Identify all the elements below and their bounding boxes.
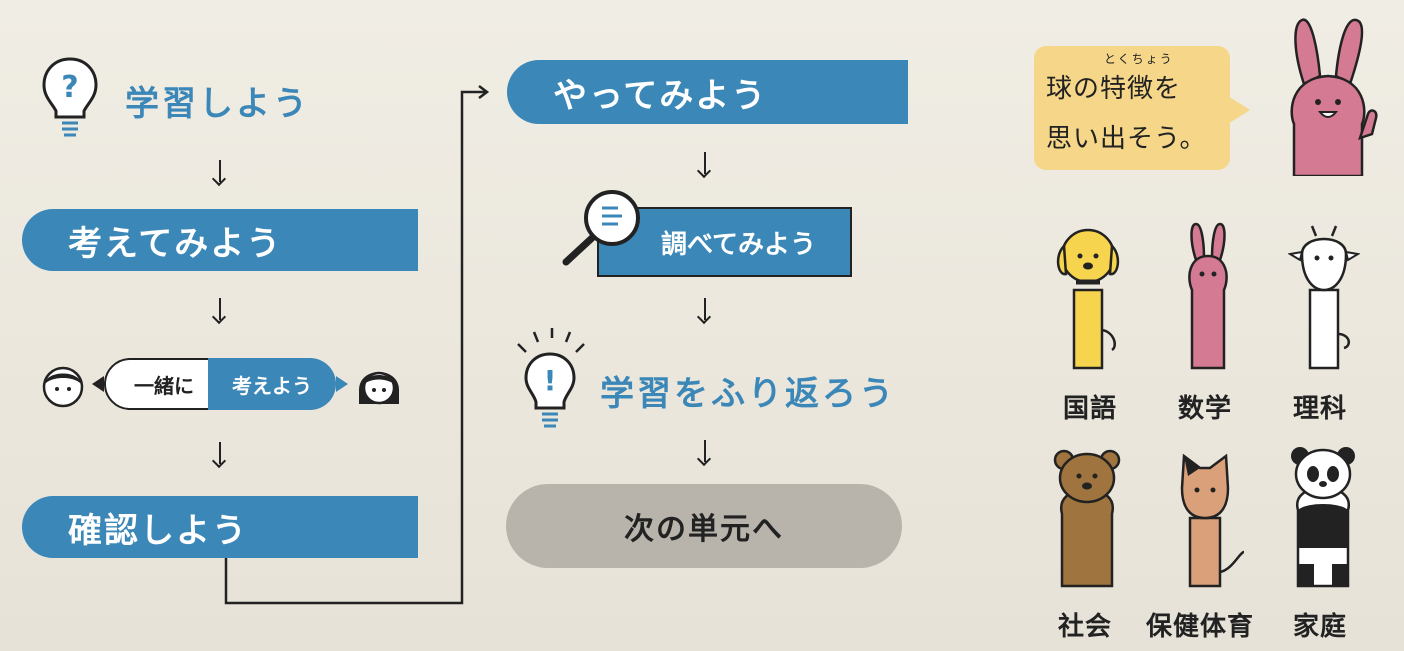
subject-label-math: 数学 — [1177, 394, 1232, 424]
speech-bubble — [1034, 46, 1230, 170]
magnifier-icon — [562, 190, 640, 266]
think-label: 考えてみよう — [68, 223, 283, 264]
girl-face-icon — [359, 371, 399, 405]
think-together-label: 考えよう — [232, 373, 312, 398]
speech-bubble-tail — [1228, 96, 1250, 124]
speech-line-1: 球の特徴を — [1046, 74, 1182, 104]
subject-label-japanese: 国語 — [1062, 394, 1117, 424]
reflect-heading: 学習をふり返ろう — [600, 374, 896, 414]
goat-icon — [1288, 225, 1360, 370]
arrow-down-icon — [704, 298, 706, 320]
rabbit-mascot-icon — [1290, 18, 1378, 176]
flow-connector — [224, 85, 490, 605]
arrow-down-icon — [704, 440, 706, 462]
subject-label-science: 理科 — [1292, 394, 1347, 424]
research-label: 調べてみよう — [661, 229, 816, 260]
confirm-label: 確認しよう — [68, 510, 248, 551]
together-bubble-right: 考えよう — [208, 358, 336, 410]
subject-label-pe: 保健体育 — [1145, 612, 1254, 642]
next-unit-label: 次の単元へ — [624, 512, 784, 547]
dog-icon — [1056, 228, 1120, 370]
cat-icon — [1180, 453, 1245, 588]
speech-ruby: とくちょう — [1104, 52, 1174, 66]
panda-icon — [1291, 447, 1355, 588]
question-bulb-icon: ? — [42, 57, 98, 137]
think-bar: 考えてみよう — [22, 209, 418, 271]
svg-text:!: ! — [544, 364, 557, 397]
arrow-down-icon — [704, 152, 706, 174]
together-bubble-left-tail — [92, 376, 104, 392]
together-bubble-right-tail — [336, 376, 348, 392]
speech-line-2: 思い出そう。 — [1046, 124, 1207, 154]
svg-text:?: ? — [61, 70, 78, 105]
confirm-bar: 確認しよう — [22, 496, 418, 558]
rabbit-icon — [1188, 222, 1228, 370]
arrow-down-icon — [219, 160, 221, 182]
try-label: やってみよう — [553, 75, 768, 116]
bear-icon — [1053, 449, 1121, 588]
try-bar: やってみよう — [507, 60, 908, 124]
arrow-down-icon — [219, 298, 221, 320]
subject-label-social: 社会 — [1057, 612, 1112, 642]
boy-face-icon — [42, 366, 84, 408]
next-unit-pill: 次の単元へ — [506, 484, 902, 568]
subject-label-home: 家庭 — [1292, 612, 1347, 642]
idea-bulb-icon: ! — [517, 328, 585, 428]
together-bubble-left: 一緒に — [104, 358, 224, 410]
arrow-down-icon — [219, 442, 221, 464]
learn-heading: 学習しよう — [125, 84, 310, 124]
together-label: 一緒に — [134, 373, 194, 398]
